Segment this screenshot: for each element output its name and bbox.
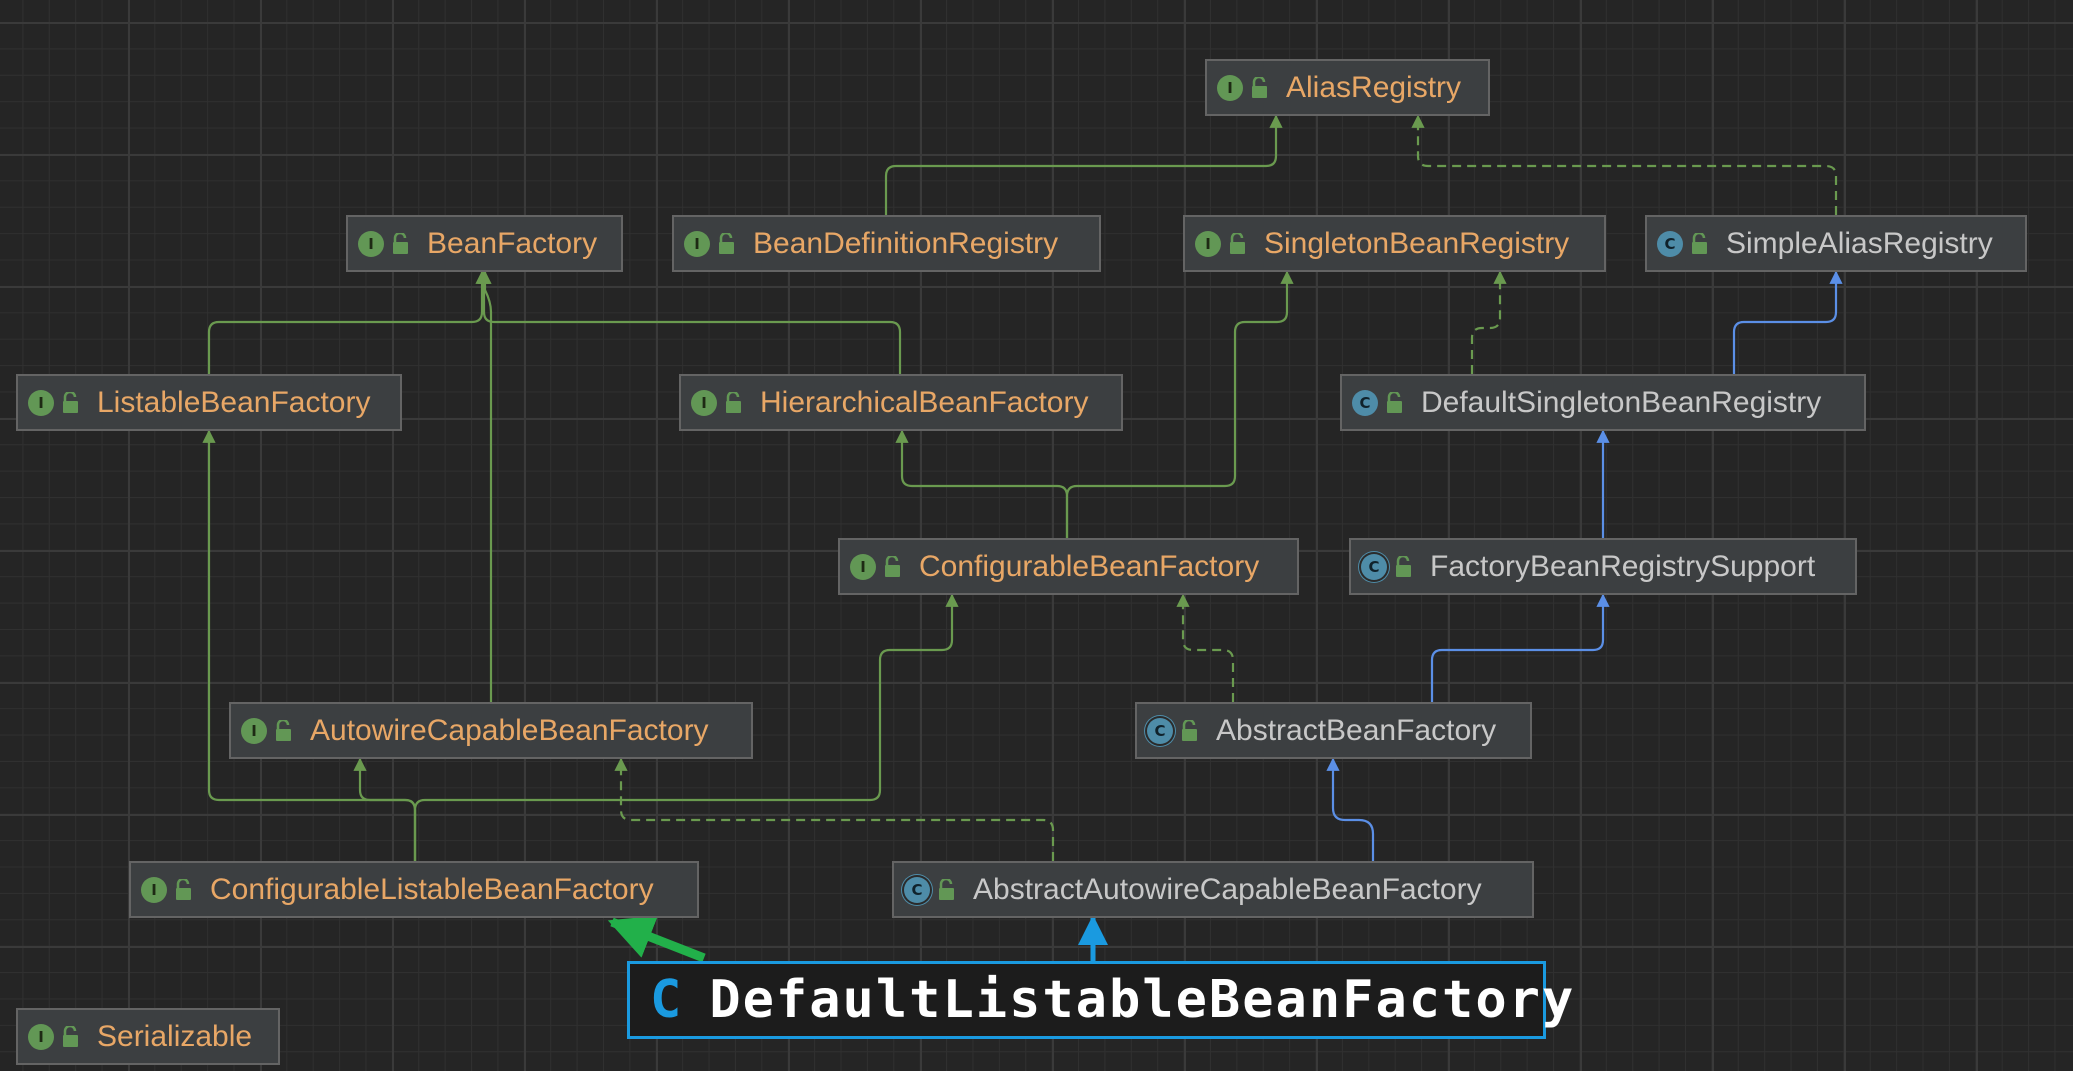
open-lock-icon [393,232,408,254]
node-name: AbstractAutowireCapableBeanFactory [973,872,1482,906]
edge-clbf-to-listable [202,429,417,861]
interface-badge-icon: I [850,553,876,580]
class-badge-icon: C [650,970,682,1030]
open-lock-icon [885,555,900,577]
node-name: ConfigurableBeanFactory [919,549,1260,583]
abstract-class-badge-icon: C [904,876,930,903]
node-serializable[interactable]: I Serializable [16,1008,280,1065]
edge-clbf-to-autowire [353,757,417,861]
node-abstract-autowire-capable-bean-factory[interactable]: C AbstractAutowireCapableBeanFactory [892,861,1534,918]
edge-abf-to-fbrs [1430,593,1610,702]
edge-aacbf-to-autowire [614,757,1055,861]
node-name: ConfigurableListableBeanFactory [210,872,654,906]
interface-badge-icon: I [1217,74,1243,101]
class-badge-icon: C [1352,389,1378,416]
node-bean-definition-registry[interactable]: I BeanDefinitionRegistry [672,215,1101,272]
interface-badge-icon: I [241,717,267,744]
interface-badge-icon: I [358,230,384,257]
edge-hierarchical-to-beanfactory [477,270,902,374]
node-name: DefaultSingletonBeanRegistry [1421,385,1822,419]
node-factory-bean-registry-support[interactable]: C FactoryBeanRegistrySupport [1349,538,1857,595]
node-name: AbstractBeanFactory [1216,713,1497,747]
edge-simplealias-to-alias [1411,114,1838,215]
node-name: SingletonBeanRegistry [1264,226,1570,260]
focus-class-name: DefaultListableBeanFactory [709,970,1576,1030]
node-name: Serializable [97,1019,253,1053]
interface-badge-icon: I [1195,230,1221,257]
node-singleton-bean-registry[interactable]: I SingletonBeanRegistry [1183,215,1606,272]
edge-abf-to-cbf [1176,593,1235,702]
node-default-singleton-bean-registry[interactable]: C DefaultSingletonBeanRegistry [1340,374,1866,431]
node-name: ListableBeanFactory [97,385,371,419]
node-configurable-bean-factory[interactable]: I ConfigurableBeanFactory [838,538,1299,595]
node-hierarchical-bean-factory[interactable]: I HierarchicalBeanFactory [679,374,1123,431]
open-lock-icon [63,1025,78,1047]
interface-badge-icon: I [691,389,717,416]
open-lock-icon [1387,391,1402,413]
node-alias-registry[interactable]: I AliasRegistry [1205,59,1490,116]
open-lock-icon [276,719,291,741]
focus-class-default-listable-bean-factory[interactable]: C DefaultListableBeanFactory [627,961,1573,1039]
node-name: BeanDefinitionRegistry [753,226,1059,260]
interface-badge-icon: I [141,876,167,903]
node-abstract-bean-factory[interactable]: C AbstractBeanFactory [1135,702,1532,759]
abstract-class-badge-icon: C [1147,717,1173,744]
open-lock-icon [1396,555,1411,577]
open-lock-icon [176,878,191,900]
open-lock-icon [939,878,954,900]
open-lock-icon [1252,76,1267,98]
node-name: AutowireCapableBeanFactory [310,713,709,747]
interface-badge-icon: I [28,1023,54,1050]
edge-aacbf-to-abf [1326,757,1375,861]
class-badge-icon: C [1657,230,1683,257]
edge-cbf-to-singleton [1065,270,1294,538]
open-lock-icon [1230,232,1245,254]
edge-focus-to-clbf [607,915,706,963]
open-lock-icon [1182,719,1197,741]
open-lock-icon [63,391,78,413]
edge-bdr-to-alias [884,114,1283,215]
open-lock-icon [726,391,741,413]
node-bean-factory[interactable]: I BeanFactory [346,215,623,272]
open-lock-icon [719,232,734,254]
node-name: AliasRegistry [1286,70,1462,104]
interface-badge-icon: I [684,230,710,257]
abstract-class-badge-icon: C [1361,553,1387,580]
node-listable-bean-factory[interactable]: I ListableBeanFactory [16,374,402,431]
edge-clbf-to-cbf [413,593,959,861]
edge-cbf-to-hierarchical [895,429,1069,538]
interface-badge-icon: I [28,389,54,416]
node-configurable-listable-bean-factory[interactable]: I ConfigurableListableBeanFactory [129,861,699,918]
node-autowire-capable-bean-factory[interactable]: I AutowireCapableBeanFactory [229,702,753,759]
edge-listable-to-beanfactory [207,270,489,374]
edge-autowire-to-beanfactory [478,270,493,702]
node-name: FactoryBeanRegistrySupport [1430,549,1816,583]
node-name: SimpleAliasRegistry [1726,226,1993,260]
node-name: HierarchicalBeanFactory [760,385,1089,419]
edge-dsbr-to-simplealias [1732,270,1843,374]
node-name: BeanFactory [427,226,598,260]
node-simple-alias-registry[interactable]: C SimpleAliasRegistry [1645,215,2027,272]
edge-dsbr-to-singleton [1470,270,1507,374]
open-lock-icon [1692,232,1707,254]
